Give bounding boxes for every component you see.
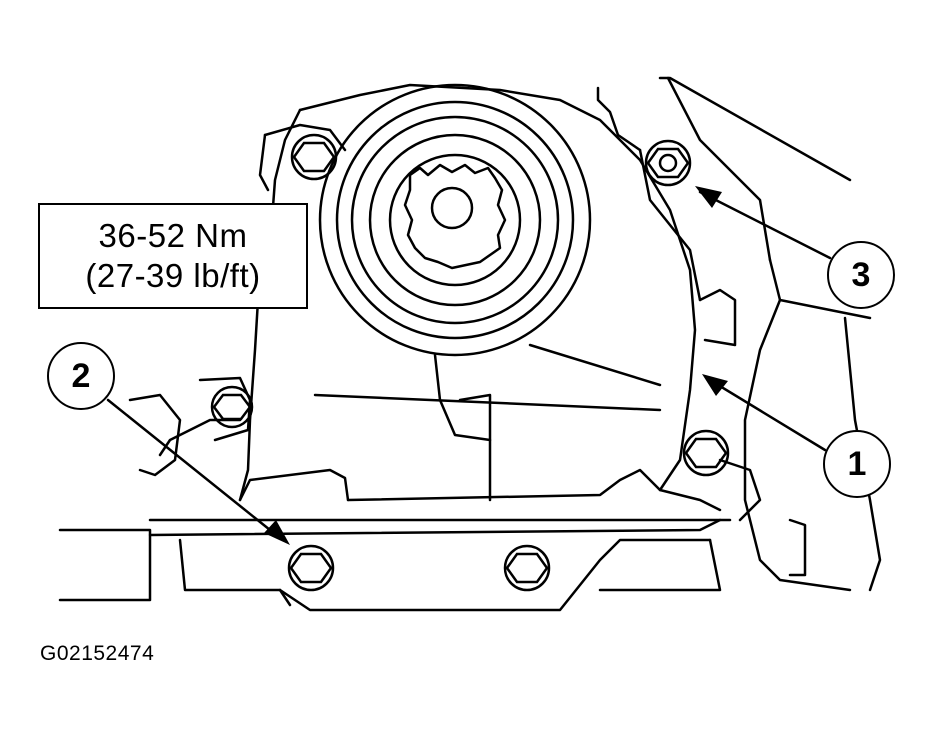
figure-id-label: G02152474 xyxy=(40,642,155,665)
callout-2: 2 xyxy=(47,342,115,410)
callout-1: 1 xyxy=(823,430,891,498)
torque-spec-imperial: (27-39 lb/ft) xyxy=(85,257,261,294)
torque-spec-metric: 36-52 Nm xyxy=(98,217,248,254)
torque-spec-box: 36-52 Nm (27-39 lb/ft) xyxy=(38,203,308,309)
callout-3: 3 xyxy=(827,241,895,309)
